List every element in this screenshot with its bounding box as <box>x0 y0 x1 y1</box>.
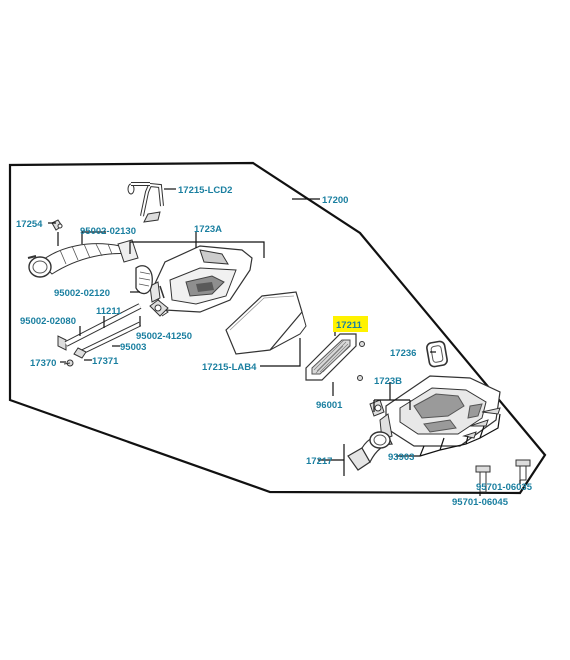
label-95002-02080[interactable]: 95002-02080 <box>20 316 76 327</box>
part-drain-tube <box>63 321 142 367</box>
label-17371[interactable]: 17371 <box>92 356 119 367</box>
part-air-cleaner-cover <box>379 375 501 447</box>
part-screws <box>462 407 501 439</box>
label-17211[interactable]: 17211 <box>336 320 363 331</box>
part-band-clamp <box>135 265 153 295</box>
part-hose-clip <box>149 285 169 317</box>
part-gasket <box>426 340 448 368</box>
part-filter-element <box>305 333 365 381</box>
part-grommet <box>369 399 385 417</box>
label-17215-lcd2[interactable]: 17215-LCD2 <box>178 185 232 196</box>
label-1723b[interactable]: 1723B <box>374 376 402 387</box>
part-intake-duct <box>27 239 139 278</box>
part-small-clip <box>51 219 63 231</box>
leader-lines <box>48 188 521 496</box>
label-17236[interactable]: 17236 <box>390 348 416 359</box>
label-96001[interactable]: 96001 <box>316 400 343 411</box>
label-17217[interactable]: 17217 <box>306 456 332 467</box>
label-95002-41250[interactable]: 95002-41250 <box>136 331 192 342</box>
label-highlight <box>333 316 368 332</box>
label-17370[interactable]: 17370 <box>30 358 56 369</box>
label-1723a[interactable]: 1723A <box>194 224 222 235</box>
part-air-cleaner-case-left <box>149 245 253 317</box>
label-95701-06035[interactable]: 95701-06035 <box>476 482 533 493</box>
label-95003[interactable]: 95003 <box>120 342 146 353</box>
label-17215-lab4[interactable]: 17215-LAB4 <box>202 362 257 373</box>
assembly-frame <box>8 161 547 495</box>
part-bolts <box>475 459 531 493</box>
part-drain-hose <box>57 303 142 351</box>
label-11211[interactable]: 11211 <box>96 306 122 317</box>
label-95002-02130[interactable]: 95002-02130 <box>80 226 136 237</box>
label-17254[interactable]: 17254 <box>16 219 43 230</box>
part-breather-pipe <box>127 182 164 223</box>
part-labels: 17215-LCD2 17200 17254 95002-02130 1723A… <box>16 185 533 508</box>
label-95701-06045[interactable]: 95701-06045 <box>452 497 509 508</box>
part-elbow-duct <box>347 431 393 471</box>
label-17200[interactable]: 17200 <box>322 195 348 206</box>
label-93903[interactable]: 93903 <box>388 452 414 463</box>
part-foam-filter <box>225 291 307 355</box>
label-95002-02120[interactable]: 95002-02120 <box>54 288 110 299</box>
parts <box>27 182 531 493</box>
